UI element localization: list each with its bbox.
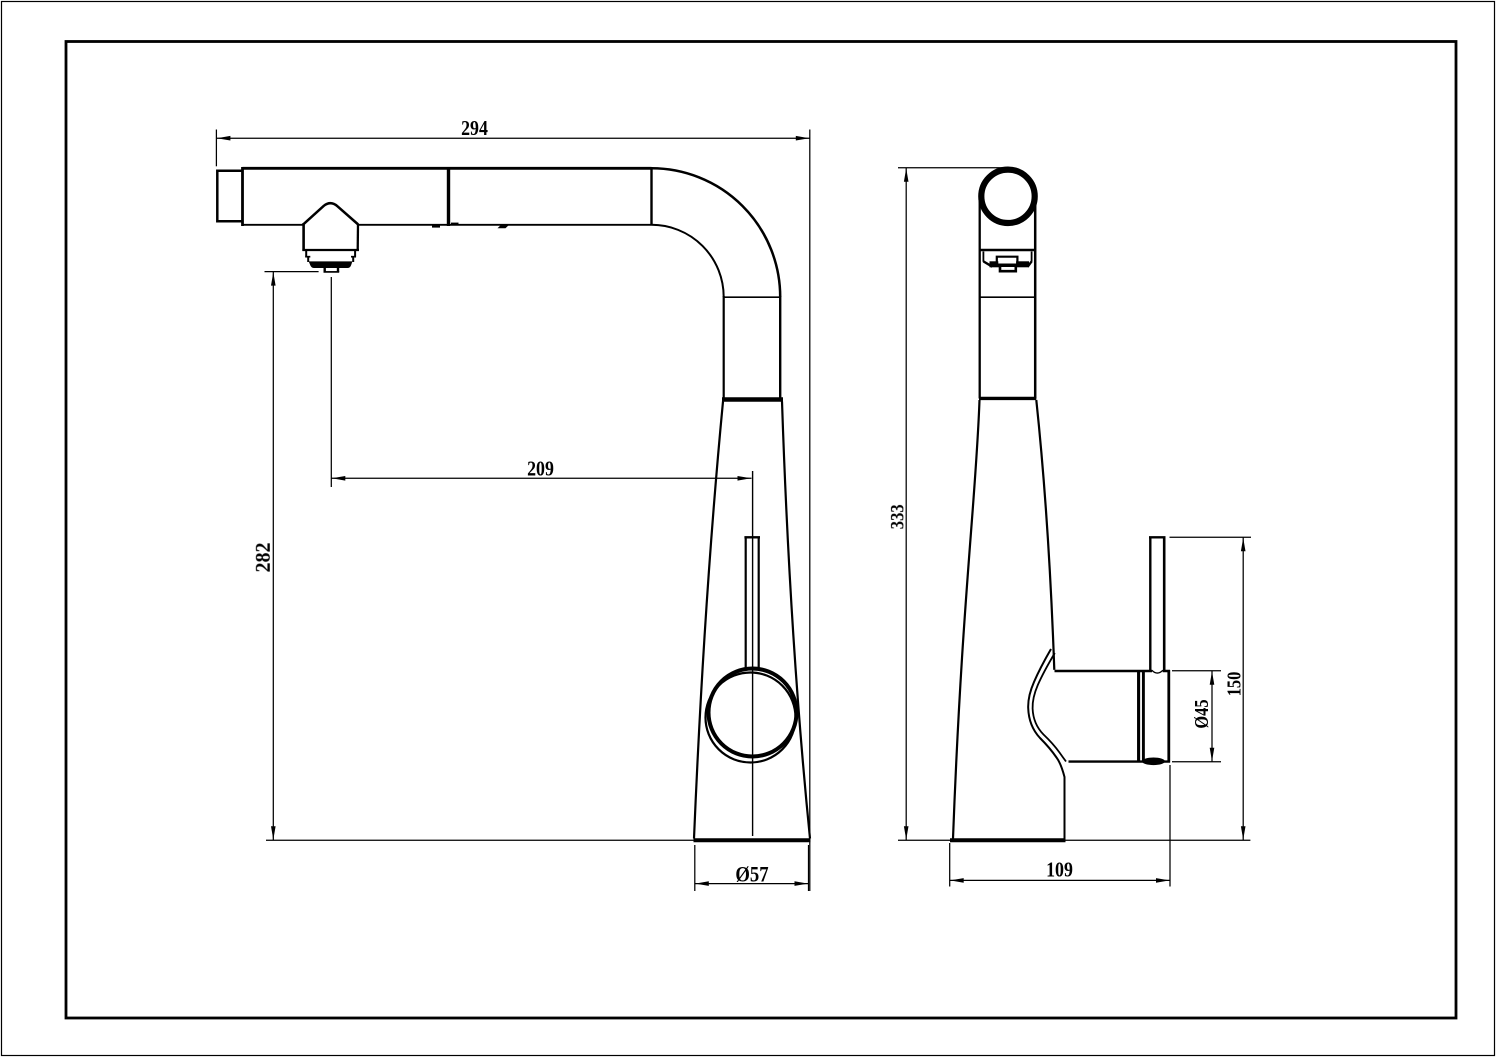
svg-text:294: 294 [461,118,488,141]
svg-text:333: 333 [887,504,908,529]
svg-text:Ø45: Ø45 [1190,699,1213,728]
svg-text:209: 209 [527,458,554,481]
svg-text:Ø57: Ø57 [735,863,768,887]
svg-text:109: 109 [1046,859,1073,882]
svg-text:150: 150 [1223,672,1246,697]
svg-text:282: 282 [252,543,275,573]
